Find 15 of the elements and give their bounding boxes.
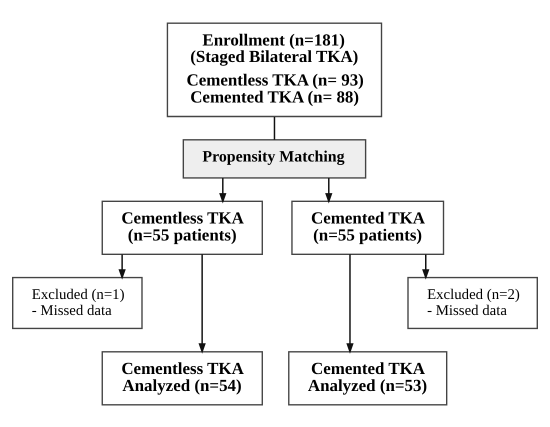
node-box: Enrollment (n=181) (Staged Bilateral TKA) Cementless TKA (n= 93) Cemented TKA (n= 88) <box>166 22 382 117</box>
node-box: Cemented TKA (n=55 patients) <box>291 200 444 254</box>
node-box: Cemented TKA Analyzed (n=53) <box>288 350 448 405</box>
connector <box>274 116 276 140</box>
node-box: Excluded (n=2) - Missed data <box>407 276 538 329</box>
node-box: Propensity Matching <box>182 138 366 178</box>
arrow <box>118 254 126 280</box>
arrow <box>219 178 226 203</box>
node-box: Cementless TKA Analyzed (n=54) <box>102 350 263 405</box>
node-box: Cementless TKA (n=55 patients) <box>102 200 263 254</box>
arrow <box>346 254 354 354</box>
arrow <box>198 254 206 354</box>
arrow <box>325 178 332 203</box>
node-box: Excluded (n=1) - Missed data <box>12 276 143 329</box>
arrow <box>422 254 430 280</box>
